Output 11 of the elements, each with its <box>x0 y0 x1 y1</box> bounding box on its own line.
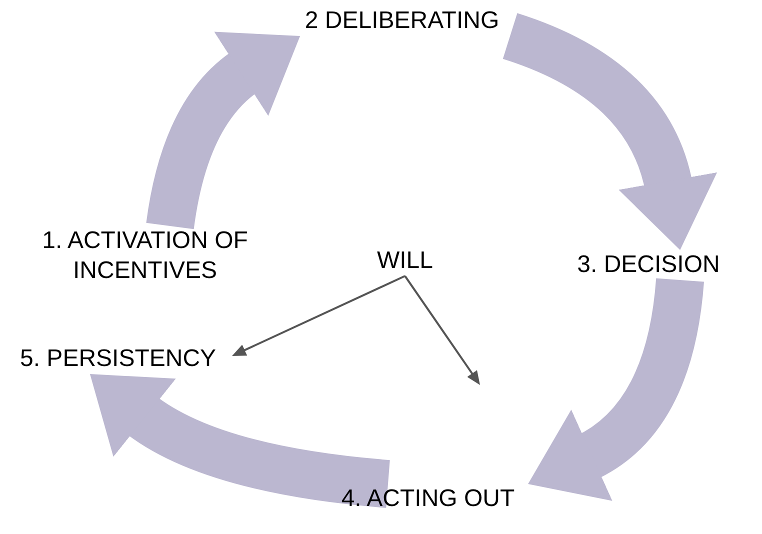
arrow <box>404 275 480 385</box>
node-label: 5. PERSISTENCY <box>20 344 232 374</box>
node-label: 4. ACTING OUT <box>328 484 528 514</box>
node-label: 1. ACTIVATION OF INCENTIVES <box>20 226 270 286</box>
node-label: 3. DECISION <box>546 250 751 280</box>
curved-block-arrow <box>88 376 390 508</box>
node-label: WILL <box>360 246 450 276</box>
curved-block-arrow <box>146 33 298 230</box>
arrow <box>232 275 406 356</box>
node-label: 2 DELIBERATING <box>262 6 542 36</box>
curved-block-arrow <box>530 278 704 500</box>
